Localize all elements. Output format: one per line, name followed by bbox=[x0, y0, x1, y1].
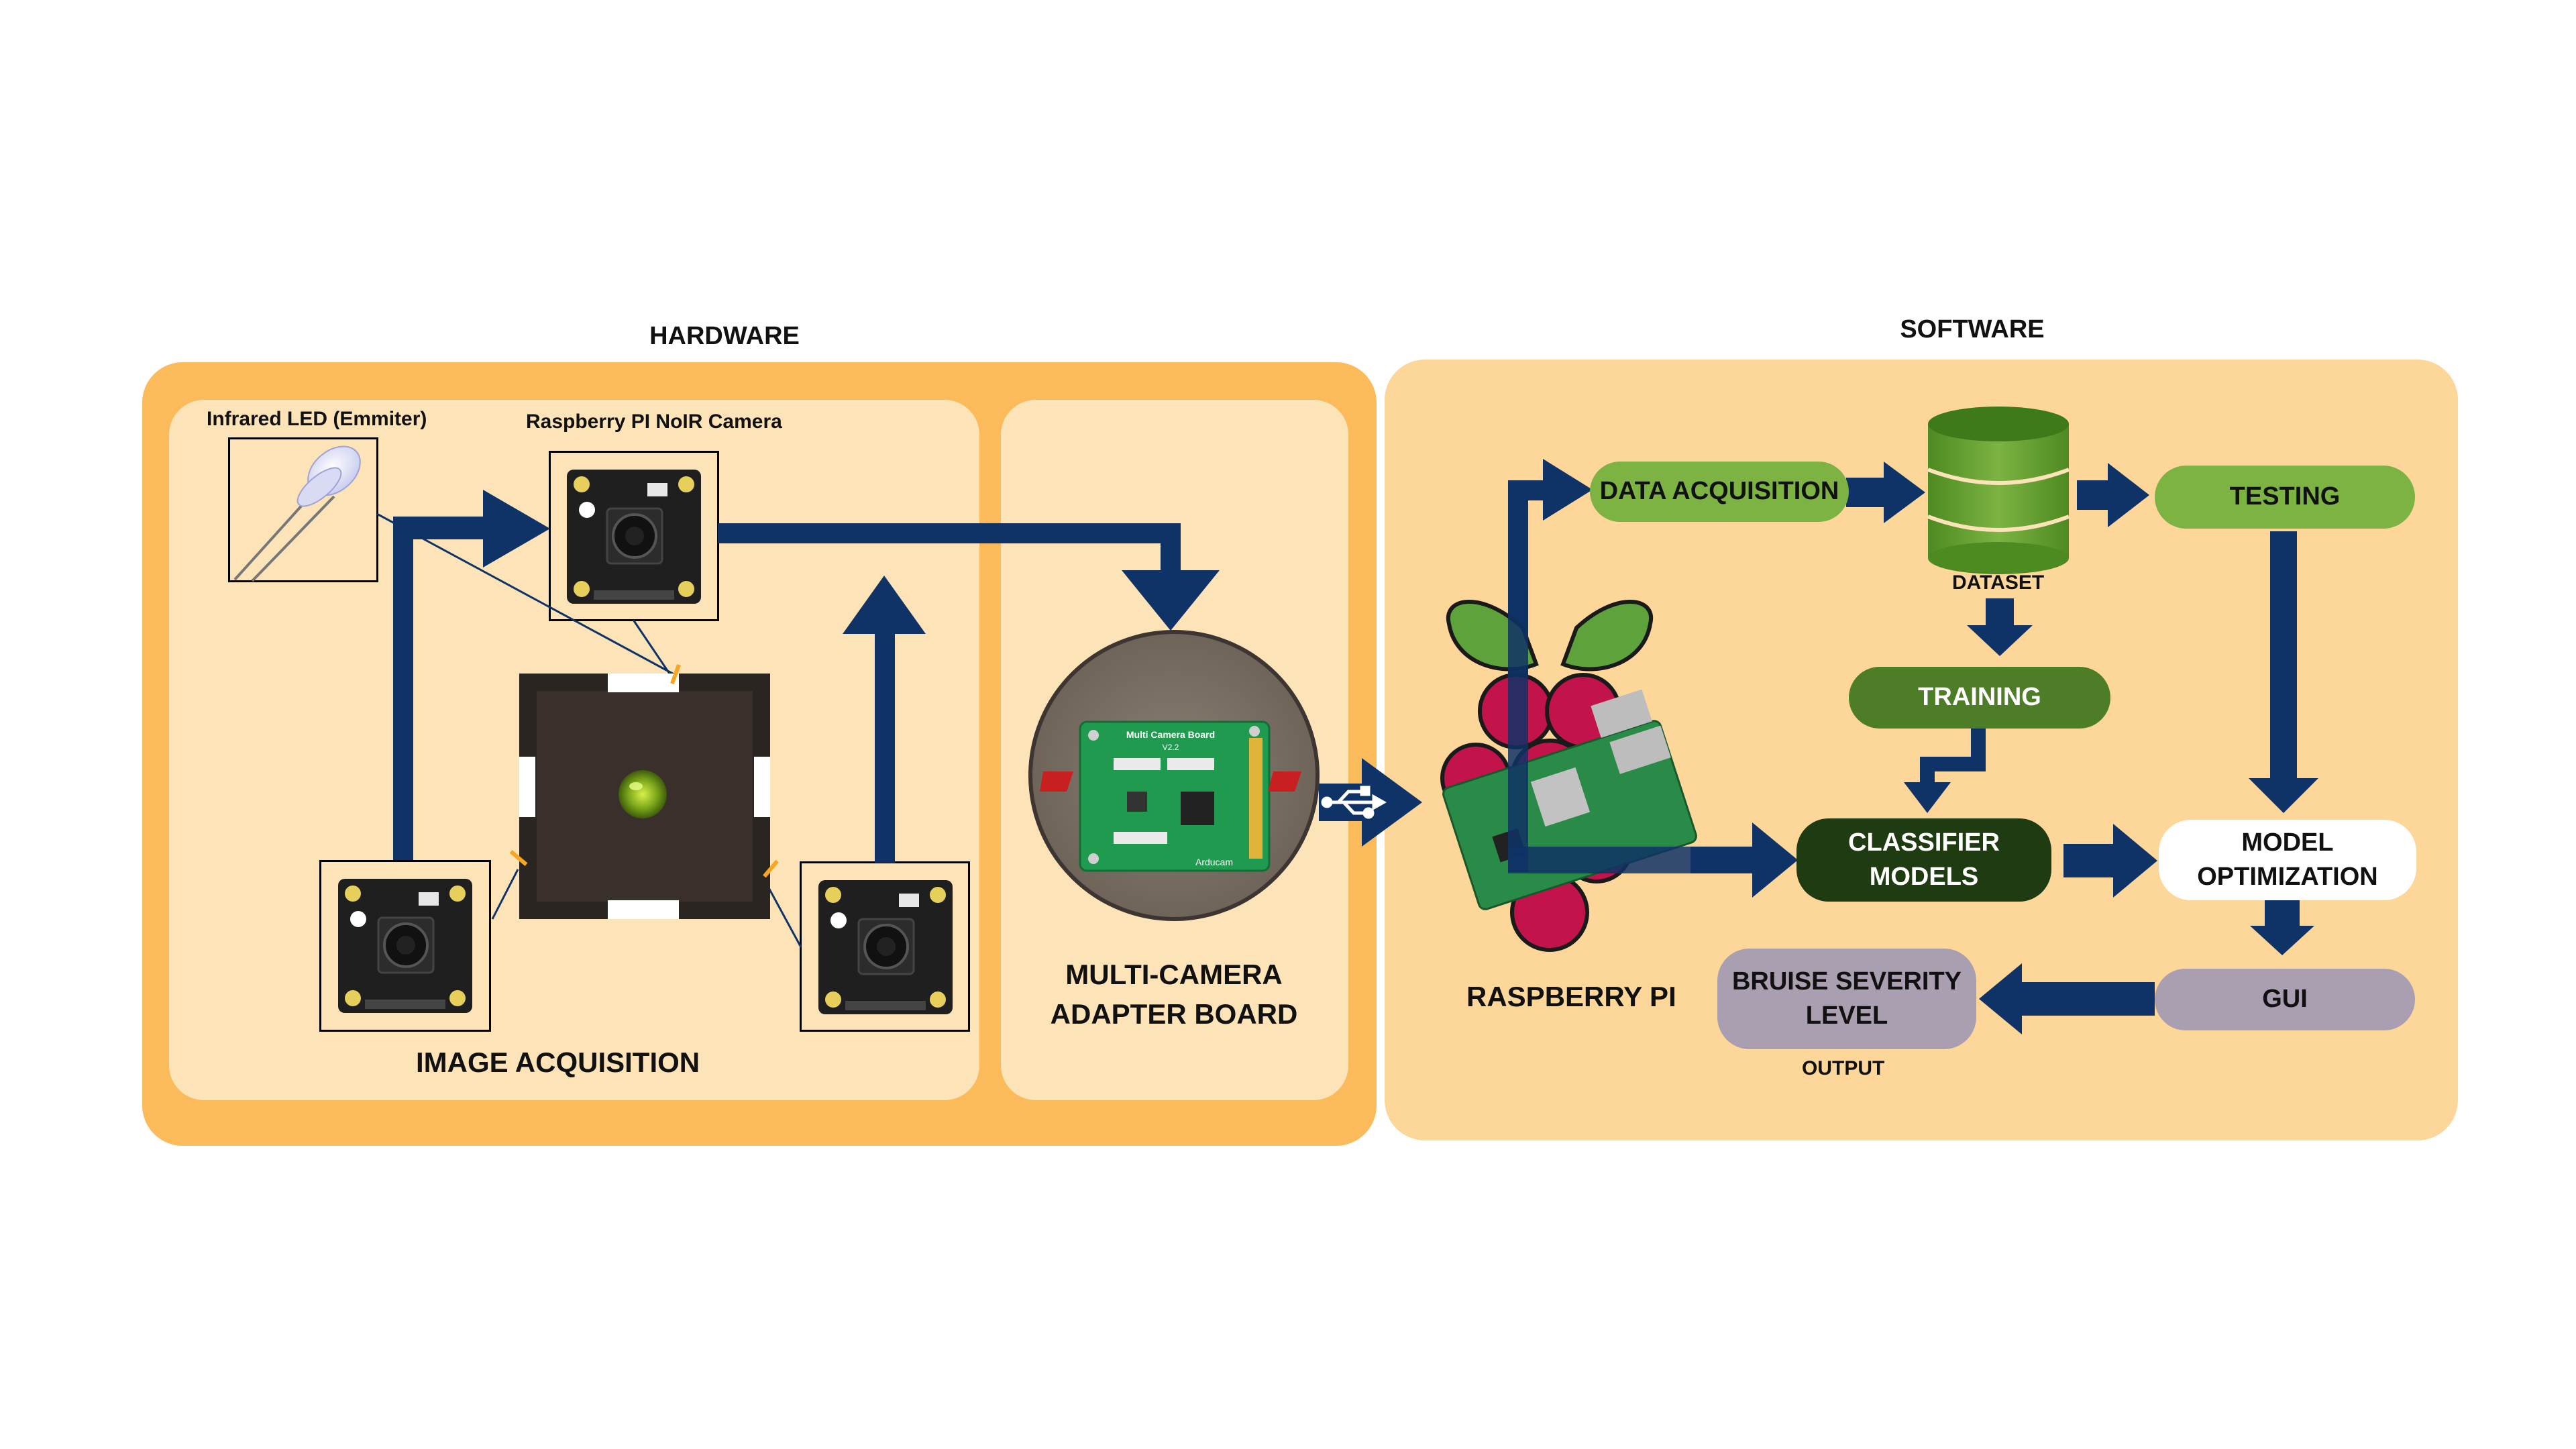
arrow-pi-to-daq-h bbox=[1508, 480, 1548, 500]
arrow-pi-to-classifier-head bbox=[1752, 822, 1798, 898]
gui-pill: GUI bbox=[2155, 969, 2415, 1030]
hardware-arrows bbox=[393, 490, 1422, 863]
model-opt-line1: MODEL bbox=[2241, 828, 2334, 857]
imaging-chamber bbox=[509, 663, 779, 919]
arrow-right-shaft bbox=[875, 631, 895, 863]
software-arrows bbox=[1508, 459, 2318, 1034]
arrow-top-to-adapter-h bbox=[718, 523, 1181, 543]
arrow-gui-to-output-head bbox=[1979, 963, 2022, 1034]
arrow-training-to-classifier-h bbox=[1920, 757, 1986, 771]
arrow-training-to-classifier-v2 bbox=[1920, 757, 1935, 786]
adapter-label-line1: MULTI-CAMERA bbox=[1065, 959, 1283, 990]
camera-board-right bbox=[818, 880, 953, 1014]
camera-board-left bbox=[338, 879, 472, 1013]
arrow-opt-to-gui-shaft bbox=[2265, 899, 2300, 927]
hardware-title: HARDWARE bbox=[649, 322, 800, 350]
arrow-left-shaft bbox=[393, 527, 413, 860]
arrow-training-to-classifier-head bbox=[1904, 782, 1951, 813]
arrow-daq-to-dataset-shaft bbox=[1846, 478, 1886, 507]
model-optimization-pill: MODEL OPTIMIZATION bbox=[2159, 820, 2416, 900]
arrow-dataset-to-training-head bbox=[1967, 625, 2033, 656]
usb-arrow-head bbox=[1362, 758, 1422, 847]
arrow-daq-to-dataset-head bbox=[1884, 462, 1925, 523]
arrow-to-adapter-head bbox=[1122, 570, 1220, 631]
arrow-testing-to-opt-head bbox=[2249, 778, 2318, 813]
adapter-board-image bbox=[1028, 630, 1320, 921]
output-label: OUTPUT bbox=[1802, 1057, 1885, 1079]
arrow-to-top-camera-head bbox=[483, 490, 550, 568]
arrow-pi-overlay-h bbox=[1508, 847, 1696, 873]
arrow-right-up-head bbox=[843, 576, 926, 634]
adapter-label-line2: ADAPTER BOARD bbox=[1050, 998, 1298, 1030]
arrow-dataset-to-training-shaft bbox=[1986, 598, 2014, 628]
data-acquisition-pill: DATA ACQUISITION bbox=[1590, 462, 1849, 522]
arrow-pi-to-daq-head bbox=[1543, 459, 1593, 521]
model-opt-line2: OPTIMIZATION bbox=[2197, 863, 2378, 891]
camera-label: Raspberry PI NoIR Camera bbox=[526, 411, 782, 433]
bruise-line2: LEVEL bbox=[1805, 1002, 1888, 1030]
arrow-left-horizontal bbox=[393, 517, 494, 539]
adapter-board-name-text: Multi Camera Board bbox=[1126, 729, 1215, 740]
classifier-line1: CLASSIFIER bbox=[1848, 828, 2000, 857]
arrow-top-to-adapter-v bbox=[1161, 523, 1181, 577]
arrow-classifier-to-opt-head bbox=[2113, 824, 2157, 898]
arrow-dataset-to-testing-shaft bbox=[2077, 480, 2110, 510]
usb-icon bbox=[1321, 786, 1387, 819]
training-pill: TRAINING bbox=[1849, 667, 2110, 729]
arrow-gui-to-output-shaft bbox=[2021, 982, 2155, 1016]
classifier-models-pill: CLASSIFIER MODELS bbox=[1796, 818, 2051, 902]
arrow-dataset-to-testing-head bbox=[2108, 463, 2149, 527]
bruise-severity-pill: BRUISE SEVERITY LEVEL bbox=[1717, 949, 1976, 1049]
adapter-label: MULTI-CAMERA ADAPTER BOARD bbox=[1006, 955, 1342, 1034]
led-connector-lines bbox=[376, 513, 802, 948]
image-acquisition-label: IMAGE ACQUISITION bbox=[416, 1046, 700, 1078]
adapter-board-brand-text: Arducam bbox=[1195, 857, 1233, 867]
infrared-led-icon bbox=[233, 445, 361, 582]
arrow-opt-to-gui-head bbox=[2250, 926, 2314, 955]
bruise-line1: BRUISE SEVERITY bbox=[1731, 967, 1962, 996]
classifier-line2: MODELS bbox=[1869, 863, 1979, 891]
infrared-led-label: Infrared LED (Emmiter) bbox=[207, 408, 427, 430]
arrow-classifier-to-opt-shaft bbox=[2063, 844, 2117, 877]
arrow-testing-to-opt-shaft bbox=[2270, 531, 2297, 780]
raspberry-pi-label: RASPBERRY PI bbox=[1466, 981, 1676, 1012]
software-title: SOFTWARE bbox=[1900, 315, 2045, 343]
arrow-pi-overlay bbox=[1508, 590, 1528, 872]
arrow-pi-to-classifier-shaft bbox=[1690, 847, 1758, 873]
camera-board-top bbox=[567, 470, 701, 604]
dataset-database-icon bbox=[1927, 407, 2070, 574]
adapter-board-version-text: V2.2 bbox=[1163, 743, 1179, 752]
sample-fruit bbox=[619, 770, 667, 818]
dataset-label: DATASET bbox=[1952, 572, 2045, 594]
testing-pill: TESTING bbox=[2155, 466, 2415, 529]
